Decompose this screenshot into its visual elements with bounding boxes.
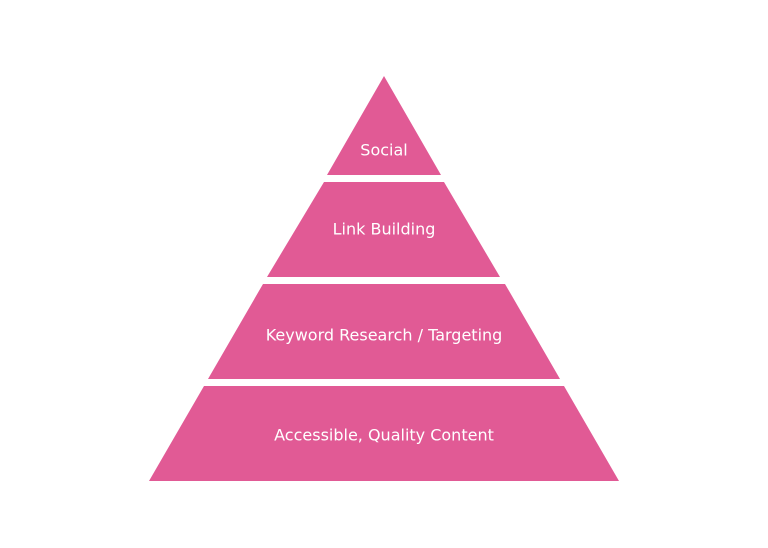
- pyramid-tier-2: Link Building: [267, 182, 500, 277]
- tier-1-label: Social: [360, 141, 407, 160]
- tier-2-shape: [267, 182, 500, 277]
- pyramid-tier-1: Social: [327, 76, 441, 175]
- tier-1-shape: [327, 76, 441, 175]
- tier-4-shape: [149, 386, 619, 481]
- pyramid-tier-3: Keyword Research / Targeting: [208, 284, 560, 379]
- tier-3-shape: [208, 284, 560, 379]
- tier-4-label: Accessible, Quality Content: [274, 426, 494, 445]
- tier-2-label: Link Building: [333, 220, 436, 239]
- tier-3-label: Keyword Research / Targeting: [266, 326, 503, 345]
- pyramid-tier-4: Accessible, Quality Content: [149, 386, 619, 481]
